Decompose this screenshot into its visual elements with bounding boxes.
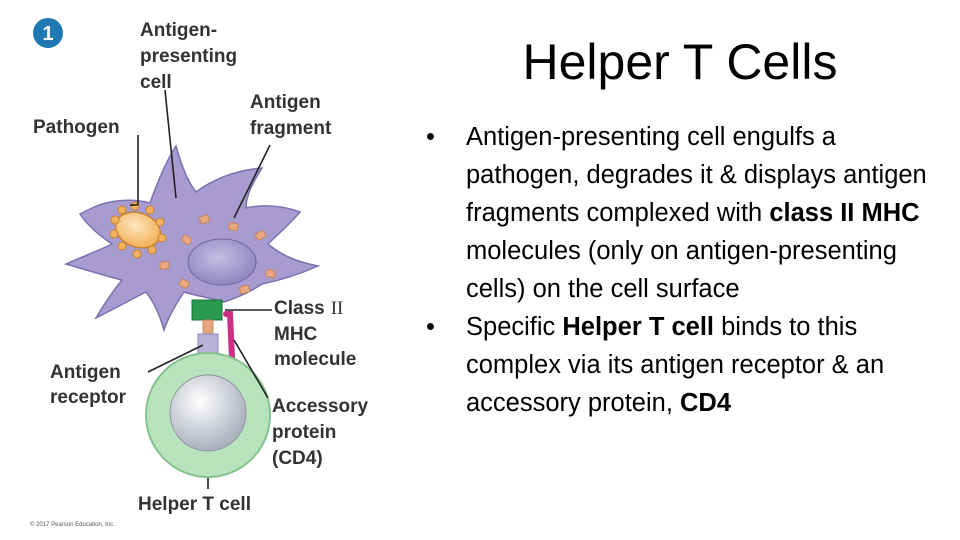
antigen-fragments — [159, 214, 276, 295]
pathogen-shape — [109, 201, 167, 259]
step-number: 1 — [42, 23, 53, 45]
cd4-protein-shape — [223, 311, 235, 361]
bullet-list: • Antigen-presenting cell engulfs a patho… — [426, 118, 946, 422]
bullet-item: • Specific Helper T cell binds to this co… — [426, 308, 946, 422]
class-ii-mhc-molecule — [191, 299, 223, 335]
helper-t-cell-diagram: 1 — [30, 18, 373, 528]
bullet-marker: • — [426, 123, 435, 151]
label-pathogen: Pathogen — [33, 117, 120, 138]
label-antigen-receptor: Antigen receptor — [50, 362, 127, 408]
step-number-badge: 1 — [33, 18, 63, 48]
nucleus — [187, 238, 257, 286]
label-antigen-presenting-cell: Antigen- presenting cell — [140, 20, 242, 93]
bullet-text: Antigen-presenting cell engulfs a pathog… — [466, 123, 927, 227]
label-antigen-fragment: Antigen fragment — [250, 92, 332, 139]
label-helper-t-cell: Helper T cell — [138, 494, 251, 515]
bullet-text: binds to this complex via its antigen re… — [466, 313, 885, 417]
copyright-notice: © 2017 Pearson Education, Inc. — [30, 521, 115, 528]
antigen-presenting-cell — [63, 144, 321, 333]
bullet-emphasis: Helper T cell — [562, 313, 715, 341]
slide-title: Helper T Cells — [522, 34, 838, 90]
bullet-text: Specific — [466, 313, 563, 341]
leader-lines — [130, 89, 272, 489]
bullet-emphasis: class II MHC — [769, 199, 920, 227]
helper-t-cell-shape — [145, 352, 271, 478]
bullet-item: • Antigen-presenting cell engulfs a patho… — [426, 118, 946, 308]
bullet-emphasis: CD4 — [680, 389, 732, 417]
label-accessory-protein: Accessory protein (CD4) — [272, 396, 373, 469]
bullet-marker: • — [426, 313, 435, 341]
bullet-text: molecules (only on antigen-presenting ce… — [466, 237, 897, 303]
